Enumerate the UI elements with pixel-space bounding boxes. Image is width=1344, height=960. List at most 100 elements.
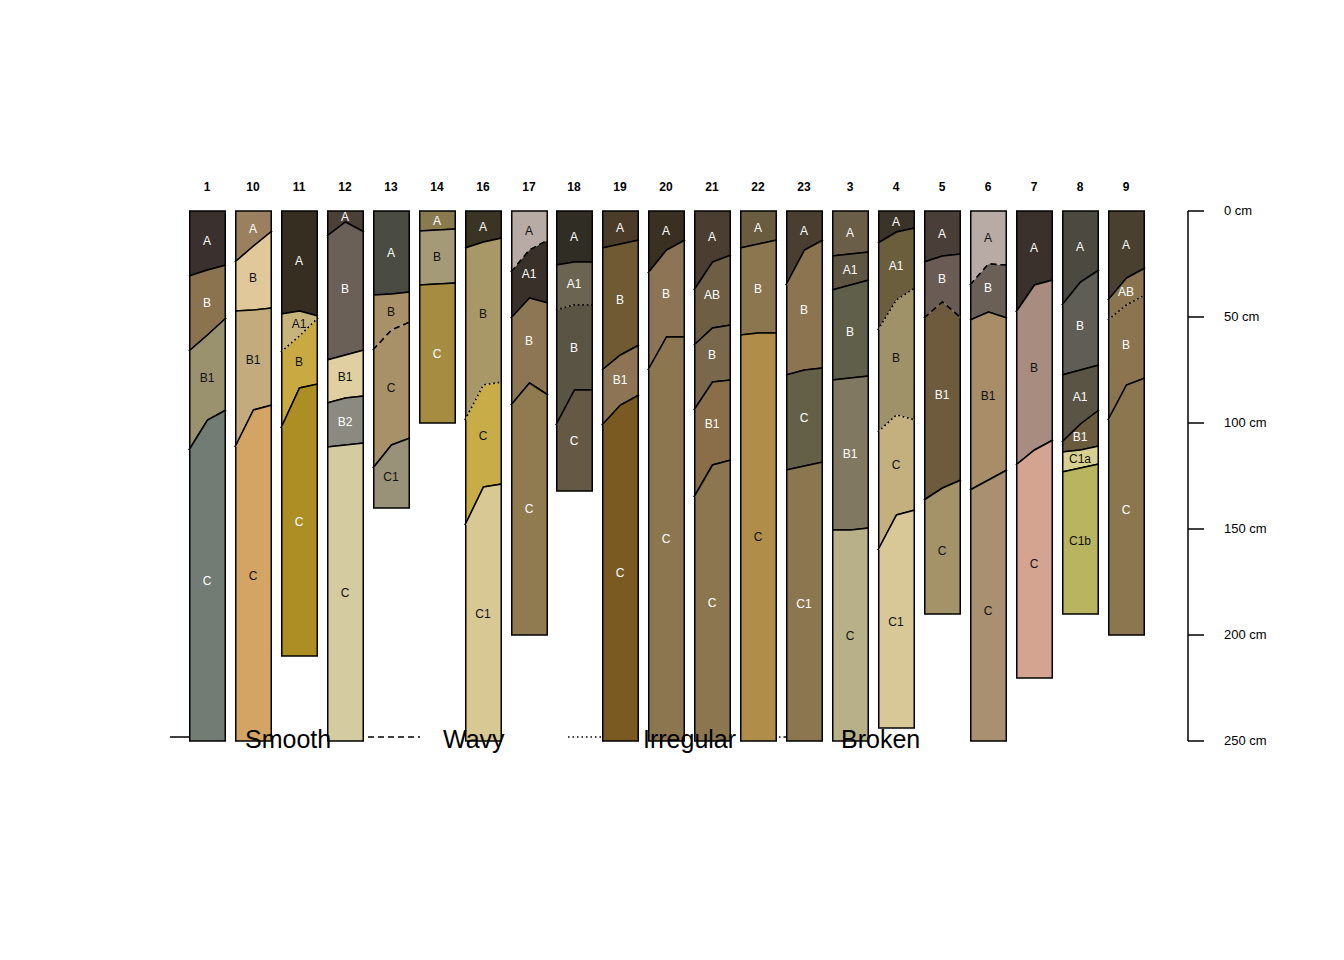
soil-horizon: C	[281, 384, 318, 656]
horizon-boundary	[740, 248, 742, 335]
soil-horizon: B	[327, 222, 364, 360]
horizon-boundary	[1062, 375, 1064, 442]
horizon-boundary	[648, 337, 685, 370]
horizon-boundary	[1062, 210, 1099, 212]
horizon-boundary	[694, 380, 731, 410]
horizon-boundary	[832, 210, 869, 212]
horizon-boundary	[408, 211, 410, 292]
horizon-boundary	[740, 333, 777, 335]
horizon-boundary	[327, 236, 329, 360]
horizon-boundary	[970, 320, 972, 490]
horizon-name: A	[1102, 238, 1151, 252]
horizon-boundary	[637, 211, 639, 240]
horizon-name: A1	[505, 267, 554, 281]
horizon-boundary	[1108, 295, 1145, 320]
horizon-boundary	[1062, 305, 1064, 375]
profile-id: 8	[1052, 180, 1109, 194]
horizon-name: B	[275, 355, 324, 369]
horizon-name: A	[596, 221, 645, 235]
horizon-boundary	[511, 405, 513, 635]
horizon-boundary	[924, 211, 926, 262]
soil-profile: 4AA1BCC1	[878, 211, 915, 728]
horizon-boundary	[189, 210, 226, 212]
horizon-name: C	[918, 544, 967, 558]
soil-horizon: A1	[556, 262, 593, 310]
horizon-boundary	[867, 376, 869, 528]
horizon-boundary	[821, 211, 823, 240]
horizon-boundary	[740, 740, 777, 742]
horizon-boundary	[637, 345, 639, 395]
soil-profile: 22ABC	[740, 211, 777, 741]
horizon-boundary	[602, 395, 639, 425]
soil-profile: 6ABB1C	[970, 211, 1007, 741]
horizon-boundary	[327, 350, 364, 360]
soil-horizon: C	[740, 333, 777, 741]
soil-horizon: C1	[878, 510, 915, 728]
horizon-boundary	[556, 425, 558, 491]
horizon-name: C	[550, 434, 599, 448]
horizon-boundary	[373, 468, 375, 508]
profile-id: 4	[868, 180, 925, 194]
horizon-boundary	[1062, 442, 1064, 452]
horizon-boundary	[924, 210, 961, 212]
horizon-boundary	[419, 210, 456, 212]
horizon-boundary	[556, 305, 593, 310]
horizon-boundary	[648, 370, 650, 741]
horizon-boundary	[878, 510, 915, 550]
horizon-boundary	[327, 222, 364, 236]
horizon-boundary	[1062, 613, 1099, 615]
horizon-boundary	[959, 318, 961, 480]
horizon-name: A	[918, 227, 967, 241]
horizon-boundary	[1062, 446, 1099, 452]
profile-id: 12	[317, 180, 374, 194]
horizon-name: B1	[918, 388, 967, 402]
horizon-boundary	[419, 285, 421, 423]
horizon-boundary	[786, 211, 788, 285]
horizon-name: C	[1102, 503, 1151, 517]
horizon-boundary	[970, 470, 1007, 490]
profile-id: 10	[225, 180, 282, 194]
horizon-boundary	[189, 740, 226, 742]
horizon-boundary	[1016, 677, 1053, 679]
horizon-boundary	[832, 280, 869, 290]
horizon-name: A	[321, 210, 370, 224]
horizon-boundary	[821, 240, 823, 368]
horizon-boundary	[913, 288, 915, 420]
depth-label: 250 cm	[1224, 733, 1267, 749]
horizon-boundary	[281, 311, 318, 316]
horizon-boundary	[591, 211, 593, 262]
horizon-boundary	[327, 403, 329, 447]
horizon-boundary	[970, 210, 1007, 212]
soil-horizon: C	[556, 390, 593, 491]
horizon-name: C	[642, 532, 691, 546]
horizon-boundary	[832, 211, 834, 256]
horizon-boundary	[1097, 446, 1099, 464]
horizon-boundary	[832, 376, 869, 380]
soil-horizon: C	[694, 460, 731, 741]
horizon-boundary	[878, 432, 880, 550]
soil-horizon: C	[602, 395, 639, 741]
horizon-boundary	[959, 211, 961, 254]
horizon-boundary	[327, 360, 329, 403]
soil-profile: 9AABBC	[1108, 211, 1145, 635]
horizon-name: B	[1102, 338, 1151, 352]
soil-profile: 12ABB1B2C	[327, 211, 364, 741]
horizon-boundary	[281, 318, 318, 352]
horizon-boundary	[408, 292, 410, 322]
horizon-boundary	[454, 283, 456, 423]
soil-profile: 21AABBB1C	[694, 211, 731, 741]
horizon-boundary	[189, 265, 226, 276]
soil-horizon: C	[648, 337, 685, 741]
horizon-boundary	[511, 210, 548, 212]
horizon-boundary	[327, 396, 364, 403]
horizon-boundary	[408, 322, 410, 438]
horizon-name: C	[826, 629, 875, 643]
profile-id: 19	[592, 180, 649, 194]
horizon-boundary	[224, 211, 226, 265]
horizon-boundary	[867, 280, 869, 376]
horizon-boundary	[648, 211, 650, 273]
horizon-boundary	[1097, 464, 1099, 614]
horizon-boundary	[924, 500, 926, 614]
horizon-name: B	[780, 303, 829, 317]
horizon-boundary	[511, 318, 513, 405]
